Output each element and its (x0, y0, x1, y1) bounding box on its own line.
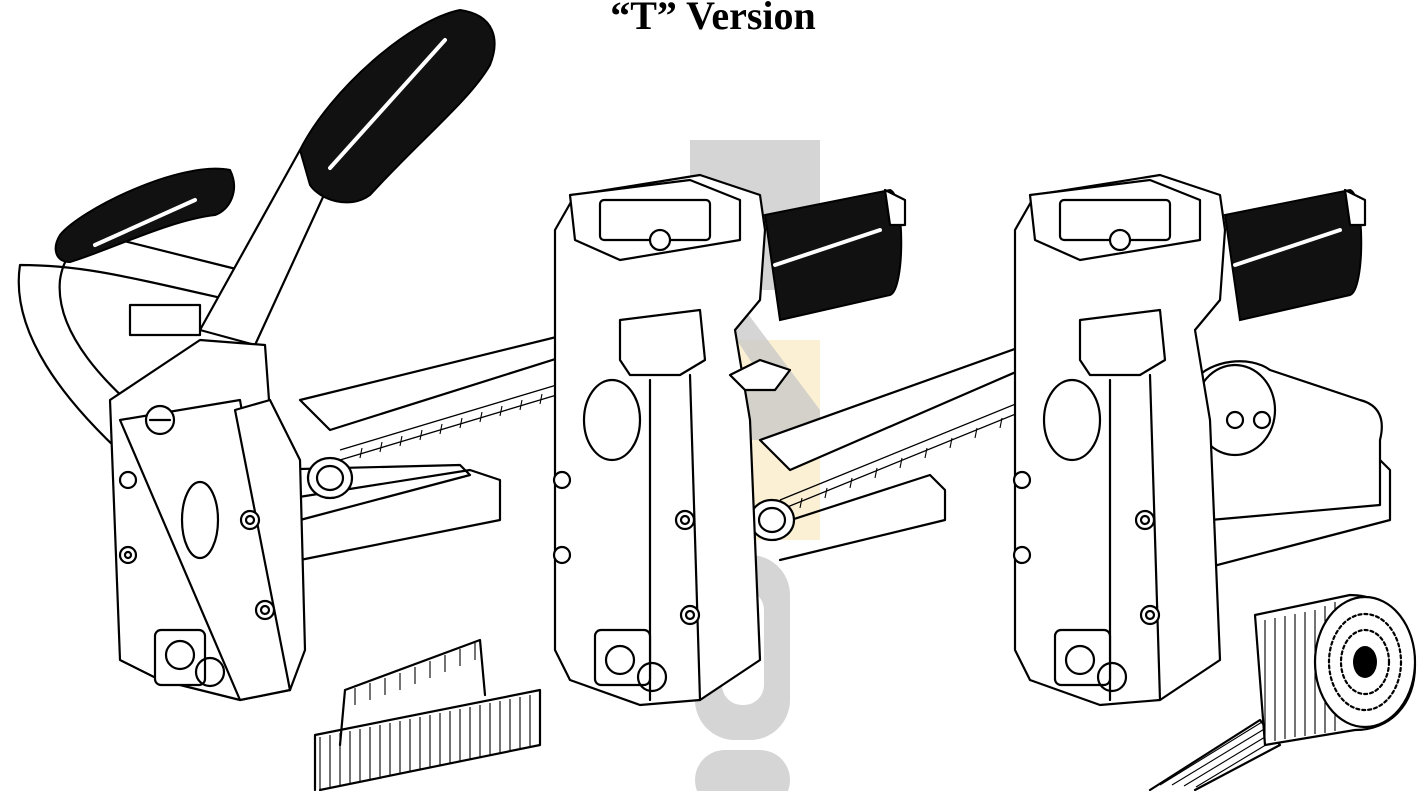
pneumatic-stapler-strip (552, 173, 1057, 707)
manual-stapler (17, 8, 602, 791)
page-title: “T” Version (610, 0, 816, 38)
pneumatic-stapler-coil (1012, 173, 1417, 791)
staple-coil (1148, 593, 1417, 791)
staple-strip (313, 638, 542, 791)
